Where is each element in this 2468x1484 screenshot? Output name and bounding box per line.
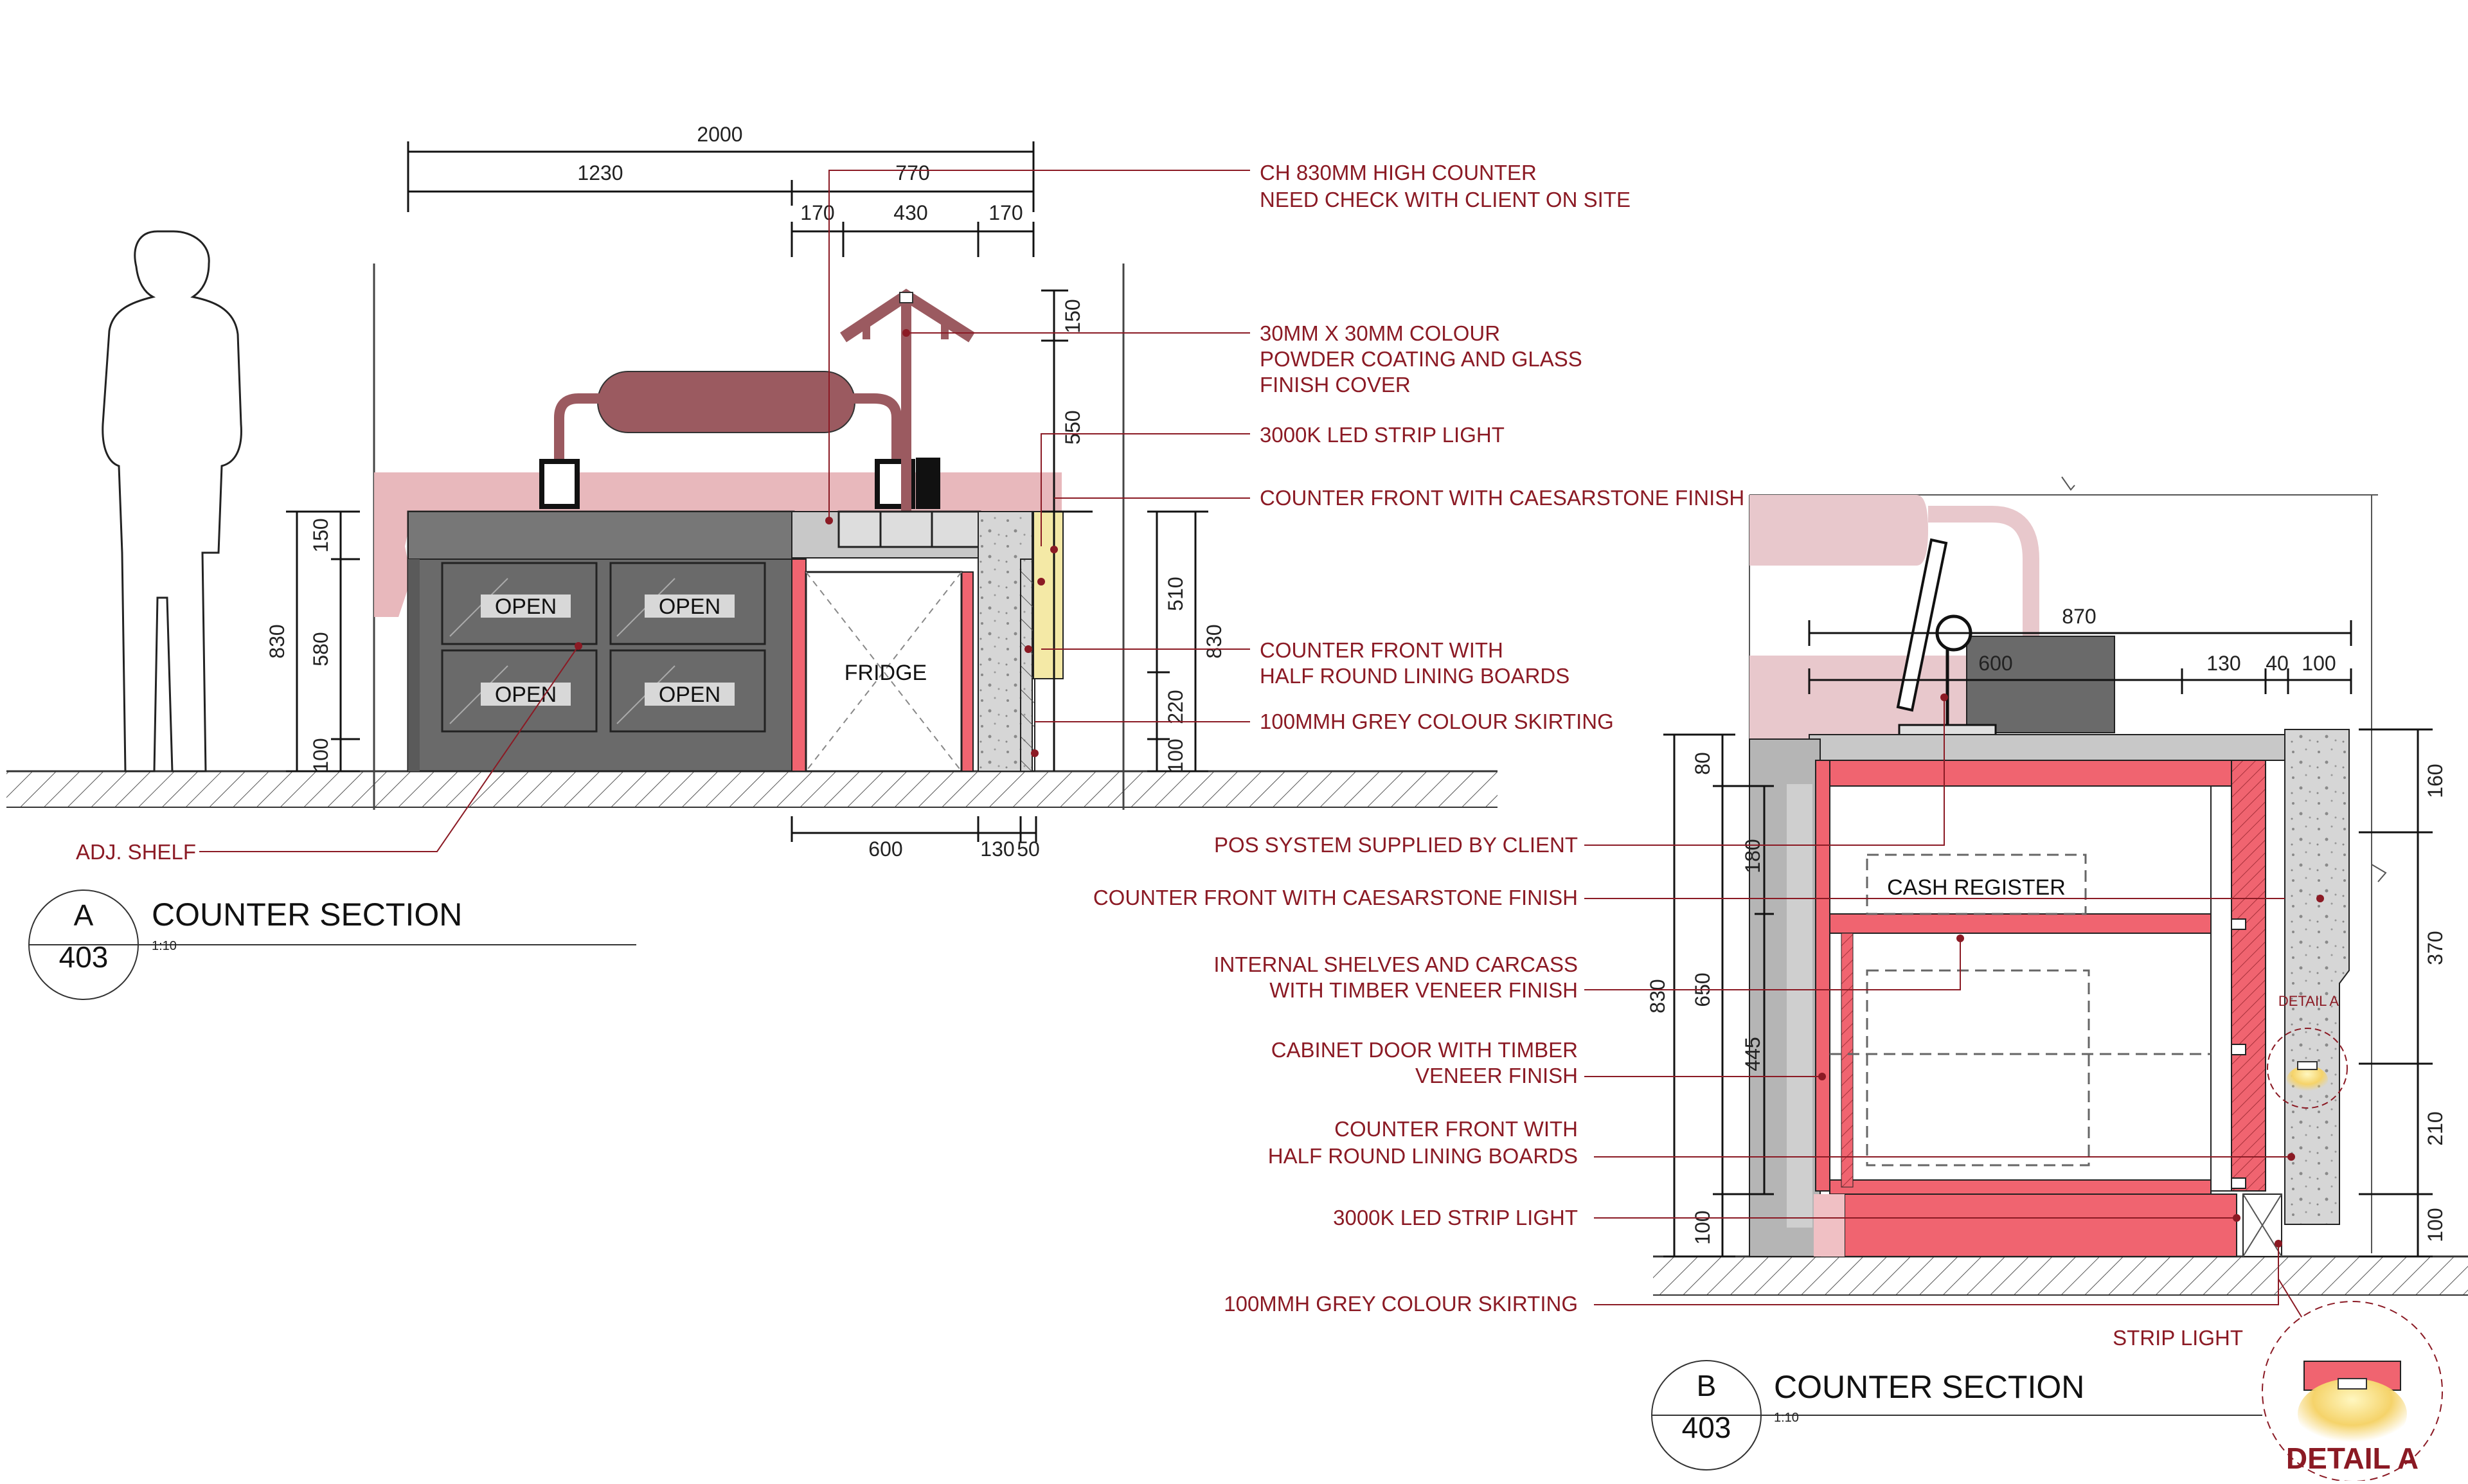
- svg-text:150: 150: [309, 518, 332, 552]
- svg-text:1230: 1230: [577, 161, 623, 184]
- svg-text:510: 510: [1164, 577, 1187, 611]
- svg-text:220: 220: [1164, 690, 1187, 724]
- svg-text:INTERNAL SHELVES AND CARCASS: INTERNAL SHELVES AND CARCASS: [1213, 952, 1578, 976]
- svg-text:POS SYSTEM SUPPLIED BY CLIENT: POS SYSTEM SUPPLIED BY CLIENT: [1214, 833, 1578, 857]
- svg-text:80: 80: [1691, 752, 1714, 775]
- svg-text:403: 403: [59, 940, 109, 974]
- door-label-4: OPEN: [659, 683, 720, 707]
- svg-text:NEED CHECK WITH CLIENT ON SITE: NEED CHECK WITH CLIENT ON SITE: [1260, 188, 1631, 211]
- door-label-2: OPEN: [659, 594, 720, 619]
- ground-hatch-b: [1653, 1256, 2468, 1295]
- svg-text:830: 830: [265, 624, 289, 658]
- svg-text:CABINET DOOR WITH TIMBER: CABINET DOOR WITH TIMBER: [1271, 1038, 1578, 1062]
- svg-text:40: 40: [2266, 652, 2289, 675]
- svg-text:STRIP LIGHT: STRIP LIGHT: [2113, 1326, 2243, 1350]
- svg-text:100MMH GREY COLOUR SKIRTING: 100MMH GREY COLOUR SKIRTING: [1224, 1292, 1578, 1316]
- svg-text:600: 600: [1978, 652, 2012, 675]
- svg-text:770: 770: [895, 161, 929, 184]
- svg-text:600: 600: [868, 837, 902, 861]
- svg-text:100MMH GREY COLOUR SKIRTING: 100MMH GREY COLOUR SKIRTING: [1260, 710, 1614, 733]
- svg-text:830: 830: [1203, 624, 1226, 658]
- svg-text:COUNTER FRONT WITH: COUNTER FRONT WITH: [1334, 1117, 1578, 1141]
- svg-text:DETAIL A: DETAIL A: [2278, 993, 2339, 1009]
- human-scale-figure: [102, 230, 242, 773]
- door-label-1: OPEN: [495, 594, 557, 619]
- svg-text:CH 830MM HIGH COUNTER: CH 830MM HIGH COUNTER: [1260, 161, 1537, 184]
- svg-text:3000K LED STRIP LIGHT: 3000K LED STRIP LIGHT: [1333, 1206, 1578, 1229]
- svg-text:100: 100: [2302, 652, 2336, 675]
- svg-text:445: 445: [1741, 1037, 1764, 1071]
- svg-text:180: 180: [1741, 839, 1764, 873]
- svg-text:403: 403: [1682, 1411, 1731, 1444]
- carcass-top: [1815, 760, 2266, 787]
- skirting-b: [1844, 1193, 2237, 1257]
- svg-text:COUNTER FRONT WITH CAESARSTONE: COUNTER FRONT WITH CAESARSTONE FINISH: [1260, 486, 1744, 510]
- svg-text:100: 100: [2424, 1208, 2447, 1242]
- svg-text:1:10: 1:10: [1774, 1411, 1799, 1425]
- pink-back-panel: [374, 472, 1062, 517]
- door-label-3: OPEN: [495, 683, 557, 707]
- ground-hatch-a: [6, 771, 1498, 807]
- svg-text:100: 100: [1691, 1210, 1714, 1244]
- svg-text:130: 130: [980, 837, 1014, 861]
- svg-text:1:10: 1:10: [152, 939, 177, 953]
- svg-text:VENEER FINISH: VENEER FINISH: [1415, 1064, 1578, 1087]
- svg-text:DETAIL A: DETAIL A: [2286, 1442, 2419, 1475]
- svg-text:COUNTER FRONT WITH CAESARSTONE: COUNTER FRONT WITH CAESARSTONE FINISH: [1093, 886, 1578, 909]
- fridge-label: FRIDGE: [845, 661, 927, 685]
- cash-register-label: CASH REGISTER: [1887, 875, 2066, 900]
- svg-text:430: 430: [893, 201, 927, 224]
- svg-text:COUNTER SECTION: COUNTER SECTION: [152, 897, 462, 933]
- svg-text:HALF ROUND LINING BOARDS: HALF ROUND LINING BOARDS: [1260, 664, 1569, 688]
- svg-text:HALF ROUND LINING BOARDS: HALF ROUND LINING BOARDS: [1268, 1144, 1578, 1168]
- svg-text:130: 130: [2206, 652, 2240, 675]
- svg-text:170: 170: [988, 201, 1023, 224]
- detail-a-callout: DETAIL A: [2262, 1301, 2443, 1482]
- cash-register-outline: [1866, 854, 2087, 915]
- svg-text:B: B: [1697, 1369, 1717, 1402]
- svg-text:370: 370: [2424, 931, 2447, 965]
- svg-text:580: 580: [309, 632, 332, 666]
- svg-text:A: A: [74, 898, 94, 932]
- svg-text:150: 150: [1061, 299, 1084, 333]
- svg-text:3000K LED STRIP LIGHT: 3000K LED STRIP LIGHT: [1260, 423, 1505, 447]
- svg-text:ADJ. SHELF: ADJ. SHELF: [76, 840, 196, 864]
- svg-text:WITH TIMBER VENEER FINISH: WITH TIMBER VENEER FINISH: [1269, 978, 1578, 1002]
- svg-text:830: 830: [1646, 979, 1669, 1013]
- arch-sign: [597, 371, 855, 433]
- svg-text:30MM X 30MM COLOUR: 30MM X 30MM COLOUR: [1260, 321, 1500, 345]
- svg-text:870: 870: [2062, 605, 2096, 628]
- svg-text:550: 550: [1061, 410, 1084, 444]
- internal-shelf: [1829, 913, 2212, 934]
- section-a: OPEN OPEN OPEN OPEN FRIDGE: [6, 123, 1744, 1000]
- svg-text:POWDER COATING AND GLASS: POWDER COATING AND GLASS: [1260, 347, 1582, 371]
- svg-text:FINISH COVER: FINISH COVER: [1260, 373, 1411, 397]
- svg-text:160: 160: [2424, 764, 2447, 798]
- svg-text:210: 210: [2424, 1111, 2447, 1145]
- section-b: CASH REGISTER DETAIL A 870 600 130 40 10…: [1093, 476, 2468, 1482]
- svg-text:50: 50: [1017, 837, 1040, 861]
- svg-text:COUNTER SECTION: COUNTER SECTION: [1774, 1369, 2084, 1405]
- svg-text:100: 100: [1164, 738, 1187, 773]
- svg-text:COUNTER FRONT WITH: COUNTER FRONT WITH: [1260, 638, 1503, 662]
- svg-text:100: 100: [309, 738, 332, 772]
- svg-text:2000: 2000: [697, 123, 742, 146]
